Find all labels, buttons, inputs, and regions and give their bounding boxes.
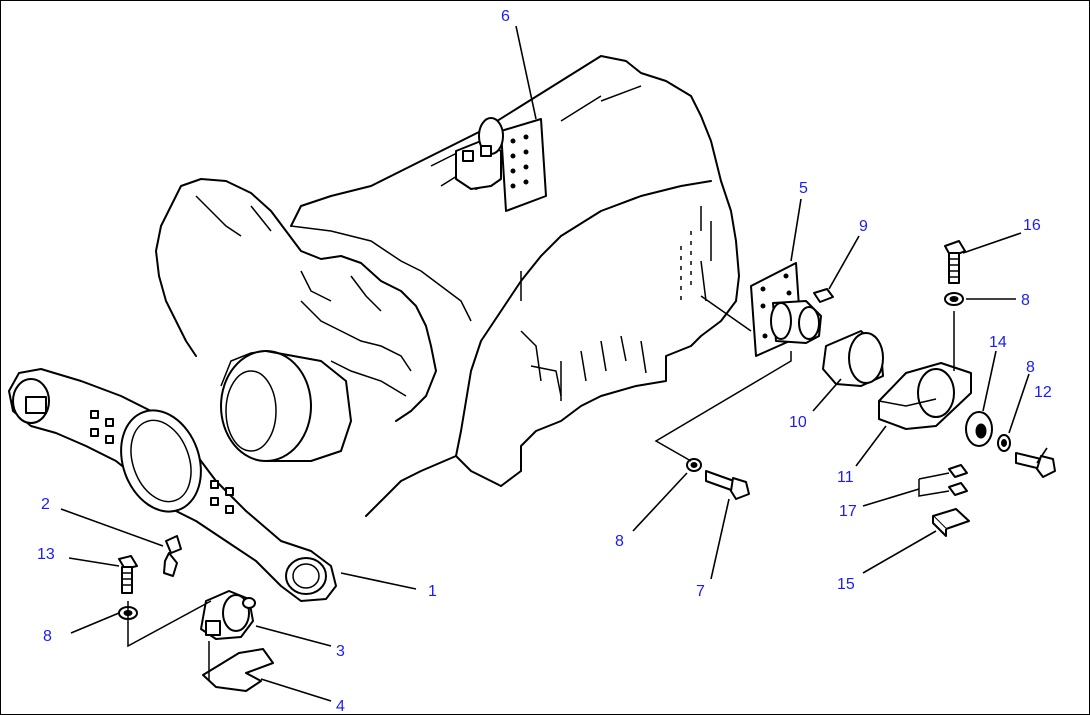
washer-8-right: [997, 434, 1011, 452]
grease-fitting-2: [163, 535, 182, 577]
callout-14: 14: [989, 334, 1007, 351]
callout-8-top: 8: [1021, 292, 1030, 309]
callout-11: 11: [837, 469, 854, 486]
washer-14: [965, 411, 993, 447]
bushing-10: [822, 330, 884, 387]
shims-17: [948, 464, 968, 496]
bolt-16: [944, 240, 966, 284]
callout-5: 5: [799, 180, 808, 197]
bolt-12: [1015, 452, 1056, 478]
washer-8-top: [944, 292, 964, 306]
rear-mount-plate-5: [750, 262, 822, 357]
mount-bracket-6: [455, 117, 547, 212]
callout-1: 1: [428, 583, 437, 600]
callout-8-mid: 8: [615, 533, 624, 550]
saddle-cap-11: [878, 362, 972, 430]
assembly-lines: [127, 295, 955, 681]
callout-9: 9: [859, 218, 868, 235]
callout-2: 2: [41, 496, 50, 513]
callout-4: 4: [336, 698, 345, 714]
bolt-7: [705, 470, 750, 500]
washer-8-mid: [686, 458, 702, 472]
callout-13: 13: [37, 546, 55, 563]
callout-17: 17: [839, 503, 857, 520]
pivot-bushing-3: [200, 590, 256, 640]
cross-member-1: [8, 368, 337, 602]
callout-6: 6: [501, 8, 510, 25]
callout-7: 7: [696, 583, 705, 600]
leader-lines: [60, 25, 1048, 702]
callout-12: 12: [1034, 384, 1052, 401]
callout-3: 3: [336, 643, 345, 660]
block-15: [932, 508, 970, 537]
transmission-housing: [155, 55, 740, 517]
callout-8-right: 8: [1026, 359, 1035, 376]
dowel-pin-9: [813, 288, 834, 303]
callout-labels: 1 2 3 4 5 6 7 8 8 8 8 9 10 11 12 13 14 1…: [37, 8, 1052, 714]
callout-10: 10: [789, 414, 807, 431]
bracket-plate-4: [202, 648, 274, 692]
callout-16: 16: [1023, 217, 1041, 234]
callout-15: 15: [837, 576, 855, 593]
callout-8-left: 8: [43, 628, 52, 645]
bolt-13: [118, 555, 138, 594]
